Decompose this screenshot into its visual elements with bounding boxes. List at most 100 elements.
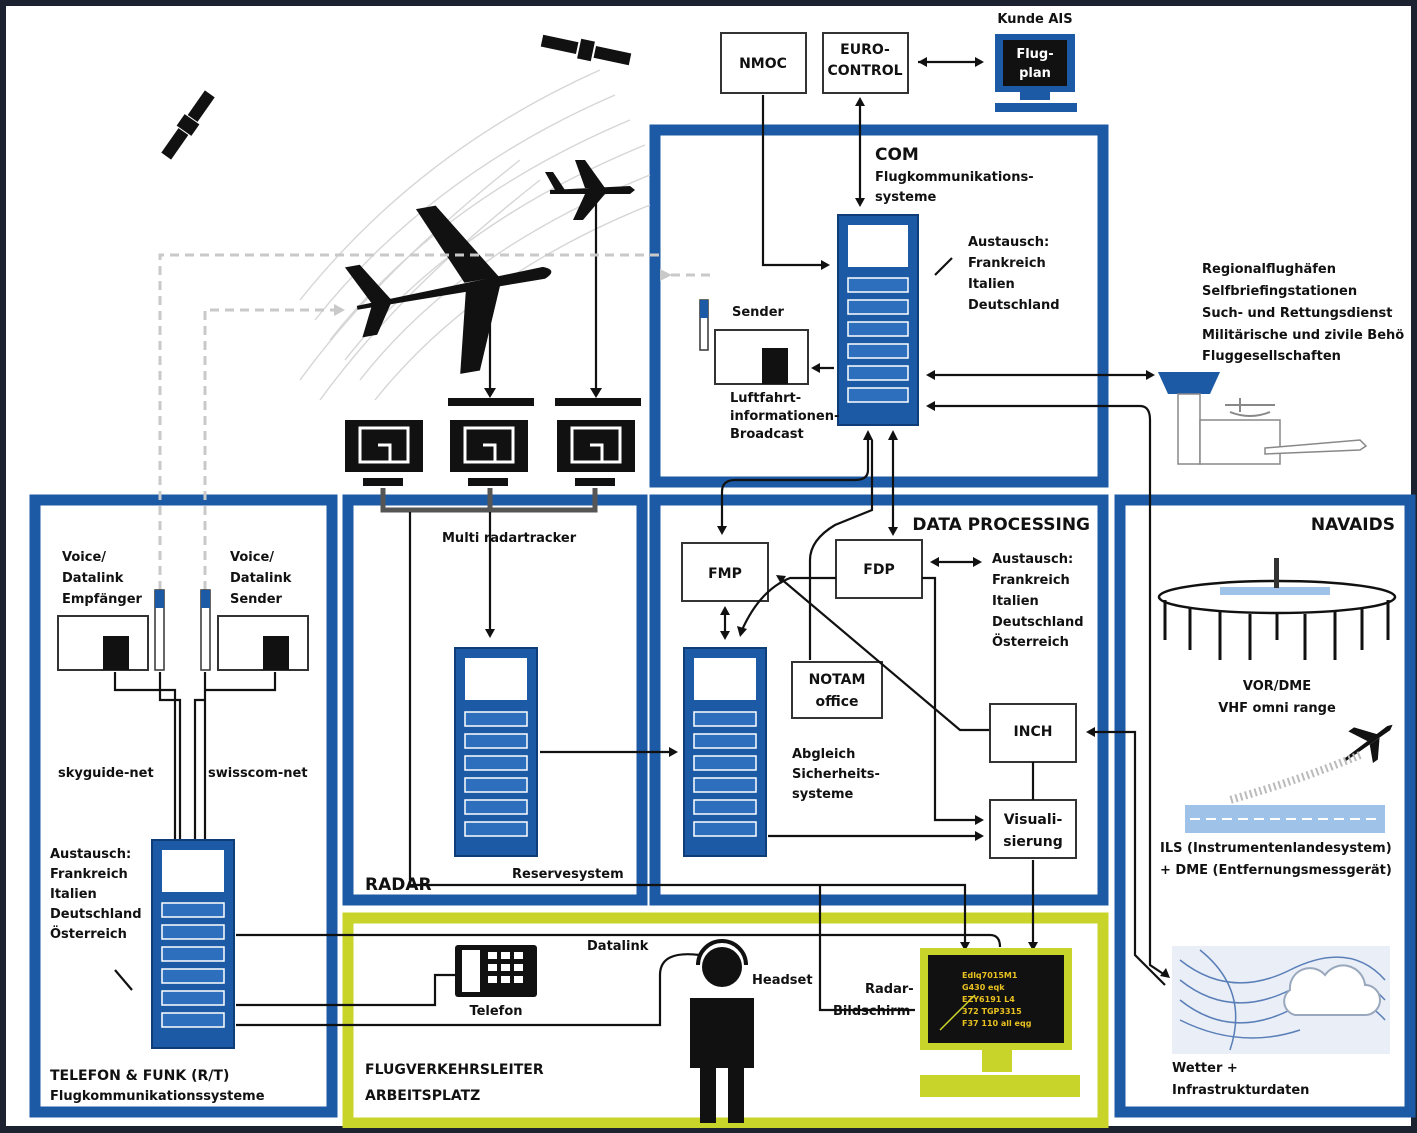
abgleich-label: Sicherheits- [792,767,880,782]
radar-display-line [410,883,967,945]
weather-connector [930,404,1166,976]
arrow-head-icon [1086,727,1095,737]
regional-label: Regionalflughäfen [1202,262,1336,277]
empfaenger-label: Empfänger [62,592,143,607]
satellite-icon [161,90,215,160]
notam-label: NOTAM [809,672,866,688]
visualisierung-box [989,799,1077,859]
net-cabling [113,672,277,850]
screen-text: EZY6191 L4 [962,995,1015,1004]
arrow-head-icon [811,363,820,373]
data-processing-frame [649,494,1109,906]
arrow-head-icon [660,269,672,281]
arrow-head-icon [973,557,982,567]
screen-text: 372 TGP3315 [962,1007,1022,1016]
radar-screen-icon [345,398,641,486]
reserve-server-rack [454,647,538,857]
regional-label: Such- und Rettungsdienst [1202,306,1392,321]
arrow-head-icon [334,304,345,316]
dp-austausch: Österreich [992,634,1069,650]
datalink-label: Datalink [587,939,649,954]
notam-label: office [815,694,858,710]
wetter-label: Wetter + [1172,1061,1238,1076]
abgleich-label: systeme [792,787,854,802]
satellite-icon [540,34,632,66]
fdp-visual-line [922,576,978,822]
flugplan-label: plan [1019,66,1051,81]
telefon-austausch: Italien [50,887,97,902]
arrow-head-icon [930,557,939,567]
arrow-head-icon [960,942,970,951]
arrow-head-icon [1028,942,1038,951]
sender-label: Sender [230,592,283,607]
arrow-head-icon [720,631,730,640]
dp-austausch: Austausch: [992,552,1073,567]
telefon-line [236,973,455,1007]
sender-label: Datalink [230,571,292,586]
com-title: COM [875,145,919,165]
dp-austausch: Frankreich [992,573,1070,588]
screen-text: Edlq7015M1 [962,971,1018,980]
inch-box [989,703,1077,763]
empfaenger-label: Datalink [62,571,124,586]
control-tower-icon [1158,372,1368,465]
arrow-head-icon [918,57,927,67]
navaids-frame [1114,494,1416,1118]
radar-display-line [818,885,915,1012]
com-subtitle: Flugkommunikations- [875,170,1034,185]
telefon-austausch: Austausch: [50,847,131,862]
notam-box [791,661,883,719]
arrow-head-icon [855,97,865,106]
screen-text: G430 eqk [962,983,1005,992]
telefon-austausch: Österreich [50,926,127,942]
telefon-label: Telefon [469,1004,522,1019]
radio-sender-icon [200,589,309,671]
nmoc-box [720,32,807,94]
fighter-jet-icon [545,160,635,220]
fmp-box [681,542,769,602]
workplace-title: FLUGVERKEHRSLEITER [365,1062,544,1078]
nmoc-connector [761,95,826,267]
arrow-head-icon [863,430,873,440]
com-austausch: Frankreich [968,256,1046,271]
vor-label: VOR/DME [1243,679,1311,694]
weather-map-icon [1172,946,1390,1054]
ils-label: + DME (Entfernungsmessgerät) [1160,863,1392,878]
sender-label: Sender [732,305,785,320]
skyguide-net-label: skyguide-net [58,766,154,781]
radar-frame [342,494,648,906]
com-fmp-line [720,435,870,528]
com-server-rack [837,214,919,426]
arrow-head-icon [855,198,865,207]
notam-com-line [808,440,874,660]
broadcast-label: Broadcast [730,427,804,442]
reservesystem-label: Reservesystem [512,867,624,882]
exchange-arrow-icon [114,969,133,991]
arrow-head-icon [975,57,984,67]
vor-label: VHF omni range [1218,701,1336,716]
arrow-head-icon [975,815,984,825]
telefon-austausch: Frankreich [50,867,128,882]
telefon-funk-title: TELEFON & FUNK (R/T) [50,1068,229,1084]
arrow-head-icon [926,401,935,411]
multi-radartracker-label: Multi radartracker [442,531,577,546]
exchange-arrow-icon [934,257,953,276]
fmp-inch-line [779,577,990,732]
eurocontrol-label: CONTROL [827,63,902,79]
dp-server-rack [683,647,767,857]
arrow-head-icon [485,629,495,638]
arrow-head-icon [590,388,602,398]
airliner-icon [344,205,552,374]
com-austausch: Italien [968,277,1015,292]
radar-title: RADAR [365,875,432,895]
radar-bildschirm-label: Bildschirm [833,1004,910,1019]
dp-austausch: Italien [992,594,1039,609]
telefon-austausch: Deutschland [50,907,142,922]
arrow-head-icon [821,260,830,270]
swisscom-net-label: swisscom-net [208,766,308,781]
telefon-server-rack [151,839,235,1049]
fdp-box [835,539,923,599]
flugplan-label: Flug- [1016,47,1053,62]
